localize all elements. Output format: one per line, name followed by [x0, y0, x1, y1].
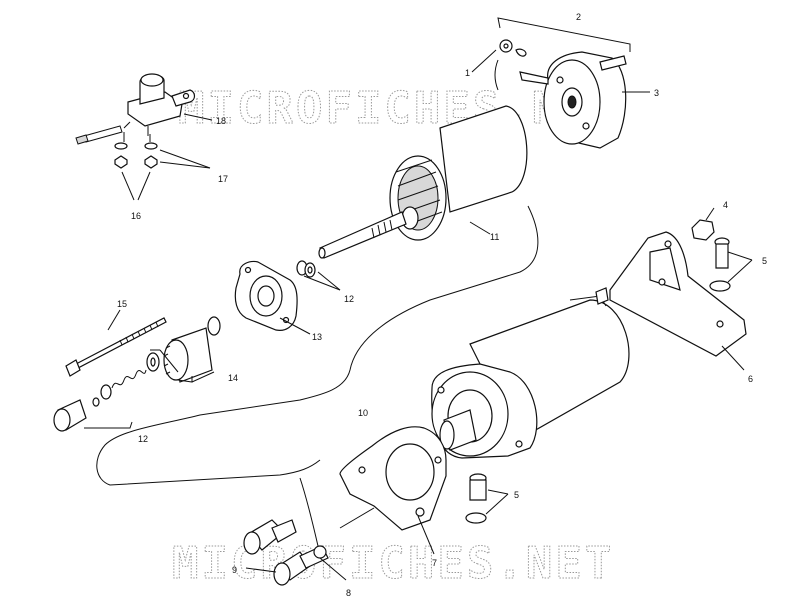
- callout-12-upper: 12: [344, 294, 354, 304]
- mounting-bracket-7: [339, 426, 447, 531]
- callout-numbers: 1 2 3 4 5 5 6 7 8 9 10 11 12 12 13 14 15…: [117, 12, 767, 598]
- callout-5-lower: 5: [514, 490, 519, 500]
- cable-bolts-8-9: [243, 477, 329, 586]
- callout-2: 2: [576, 12, 581, 22]
- callout-18: 18: [216, 116, 226, 126]
- nuts-washers-16-17: [114, 132, 158, 169]
- drive-end-plate-13: [207, 260, 298, 336]
- motor-housing-10: [431, 287, 630, 459]
- callout-10: 10: [358, 408, 368, 418]
- callout-4: 4: [723, 200, 728, 210]
- callout-11: 11: [490, 232, 499, 242]
- watermark-bottom: MICROFICHES.NET: [172, 538, 614, 589]
- bolt-washer-5-lower: [465, 473, 487, 524]
- solenoid-switch-18: [75, 73, 196, 145]
- through-bolt-15: [65, 317, 167, 377]
- callout-5-upper: 5: [762, 256, 767, 266]
- callout-16: 16: [131, 211, 141, 221]
- bolt-washer-5-upper: [709, 237, 731, 292]
- leader-lines: [84, 17, 753, 581]
- mounting-bracket-6: [609, 231, 747, 357]
- callout-6: 6: [748, 374, 753, 384]
- assembly-outline-10: [96, 205, 539, 486]
- callout-1: 1: [465, 68, 470, 78]
- callout-12-lower: 12: [138, 434, 148, 444]
- callout-7: 7: [432, 558, 437, 568]
- callout-14: 14: [228, 373, 238, 383]
- callout-13: 13: [312, 332, 322, 342]
- drive-gear-14: [146, 327, 213, 383]
- spring-collar-12-lower: [53, 369, 147, 432]
- nut-4: [691, 219, 715, 241]
- washers-12-upper: [296, 260, 316, 278]
- callout-15: 15: [117, 299, 127, 309]
- callout-3: 3: [654, 88, 659, 98]
- callout-9: 9: [232, 565, 237, 575]
- callout-17: 17: [218, 174, 228, 184]
- end-cap-assembly-3: [494, 39, 627, 149]
- callout-8: 8: [346, 588, 351, 598]
- armature-11: [318, 105, 528, 259]
